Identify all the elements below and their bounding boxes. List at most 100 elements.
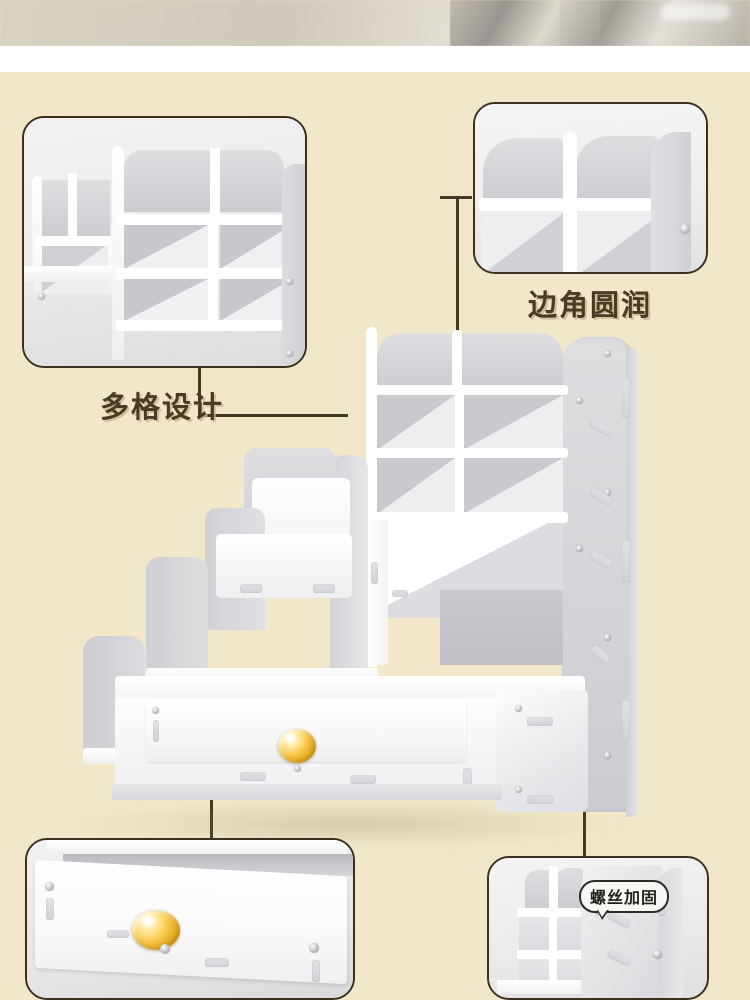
inset3-drawer-front[interactable] [35, 859, 347, 985]
cubby-row-1-left-shadow [377, 395, 455, 450]
assembly-slot [527, 717, 553, 726]
connector-line-drawer-vertical [210, 790, 213, 838]
inset2-lower-right [577, 211, 661, 272]
callout-screw-reinforced: 螺丝加固 [579, 880, 670, 920]
connector-line-screw-vertical [583, 812, 586, 856]
drawer-knob[interactable] [278, 729, 316, 763]
connector-line-multi-compartment-vertical [198, 368, 201, 416]
assembly-slot [46, 898, 54, 920]
assembly-slot [622, 700, 630, 740]
inset4-divider-1 [549, 866, 558, 994]
inset1-left-bin-wall [32, 176, 42, 286]
inset1-cubby-row2-left [124, 279, 208, 321]
cubby-row-1-divider [455, 392, 464, 452]
screw-icon [45, 882, 54, 891]
cubby-top-centre-divider [452, 330, 462, 392]
cubby-row-1-right-shadow [463, 395, 563, 450]
inset1-right-side-panel [282, 164, 305, 364]
assembly-slot [350, 775, 376, 784]
screw-icon [152, 707, 159, 714]
cubby-row-2-left-shadow [377, 458, 455, 514]
screw-icon [604, 350, 611, 357]
connector-line-multi-compartment-horizontal [198, 414, 348, 417]
inset3-shelf-above [47, 840, 347, 854]
inset4-shelf-2 [517, 950, 591, 959]
cubby-shelf-2 [372, 448, 568, 458]
inset1-cubby-row1-divider [208, 221, 218, 273]
inset3-drawer-knob[interactable] [132, 910, 180, 950]
cubby-row-2-divider [455, 455, 464, 515]
assembly-slot [622, 540, 630, 582]
screw-icon [653, 950, 662, 959]
screw-icon [38, 293, 45, 300]
screw-icon [576, 545, 583, 552]
top-photo-highlight [660, 4, 730, 20]
white-separator [0, 46, 750, 72]
inset1-left-rail [24, 266, 120, 282]
inset4-shelf-1 [517, 908, 591, 917]
inset4-bin-a [525, 870, 551, 910]
assembly-slot [371, 562, 378, 584]
cubby-row-2-right-shadow [463, 458, 563, 514]
inset2-bin-left [483, 138, 565, 206]
inset1-cubby-row2-right [220, 279, 292, 321]
screw-icon [604, 634, 611, 641]
screw-icon [309, 943, 319, 953]
screw-icon [515, 786, 522, 793]
callout-tail-inner [598, 910, 607, 917]
inset1-cubby-back-top [124, 150, 284, 212]
cubby-shelf-3 [372, 512, 568, 523]
screw-icon [576, 397, 583, 404]
assembly-slot [622, 378, 630, 418]
assembly-slot [153, 720, 159, 742]
assembly-slot [240, 772, 266, 781]
screw-icon [160, 944, 170, 954]
cubby-back-wall-upper [377, 333, 563, 389]
screw-icon [604, 489, 611, 496]
assembly-slot [240, 584, 262, 593]
inset4-shelf-bottom [497, 980, 587, 994]
screw-icon [294, 765, 301, 772]
assembly-slot [463, 768, 472, 792]
assembly-slot [392, 590, 408, 597]
inset1-cubby-shelf-2 [116, 268, 298, 279]
product-right-side-panel-front-edge [626, 347, 638, 817]
inset-drawer-knob[interactable] [25, 838, 355, 1000]
inset2-lower-left [481, 211, 563, 272]
label-rounded-corners: 边角圆润 [528, 290, 653, 322]
lower-bay-back [440, 590, 563, 665]
screw-icon [604, 752, 611, 759]
screw-icon [286, 350, 293, 357]
step-2-back-panel [146, 557, 208, 675]
base-right-side [496, 690, 588, 812]
screw-icon [680, 224, 690, 234]
assembly-slot [107, 930, 129, 938]
cubby-left-divider [366, 327, 377, 667]
inset1-cubby-shelf-3 [116, 320, 298, 331]
inset1-cubby-left-stile [112, 146, 124, 360]
assembly-slot [205, 958, 229, 967]
inset1-cubby-top-divider [210, 148, 220, 218]
top-photo-strip [0, 0, 750, 46]
inset1-cubby-row1-right [220, 225, 292, 269]
inset4-bin-b [555, 868, 583, 910]
base-plinth [112, 784, 502, 800]
inset-screw-reinforcement[interactable]: 螺丝加固 [487, 856, 709, 1000]
inset2-right-side-panel [651, 132, 691, 272]
inset1-cubby-row1-left [124, 225, 208, 269]
screw-icon [515, 705, 522, 712]
inset1-cubby-row2-divider [208, 275, 218, 325]
callout-screw-reinforced-label: 螺丝加固 [590, 890, 659, 907]
inset2-bin-right [575, 136, 661, 206]
inset-rounded-corner[interactable] [473, 102, 708, 274]
cubby-shelf-1 [372, 385, 568, 395]
inset1-cubby-shelf-1 [116, 214, 298, 225]
assembly-slot [313, 584, 335, 593]
inset4-cell-1 [519, 917, 549, 951]
inset1-left-bin-divider [68, 173, 77, 243]
inset-multi-compartment[interactable] [22, 116, 307, 368]
inset2-shelf [479, 198, 671, 211]
assembly-slot [312, 960, 320, 982]
label-multi-compartment: 多格设计 [100, 392, 225, 424]
